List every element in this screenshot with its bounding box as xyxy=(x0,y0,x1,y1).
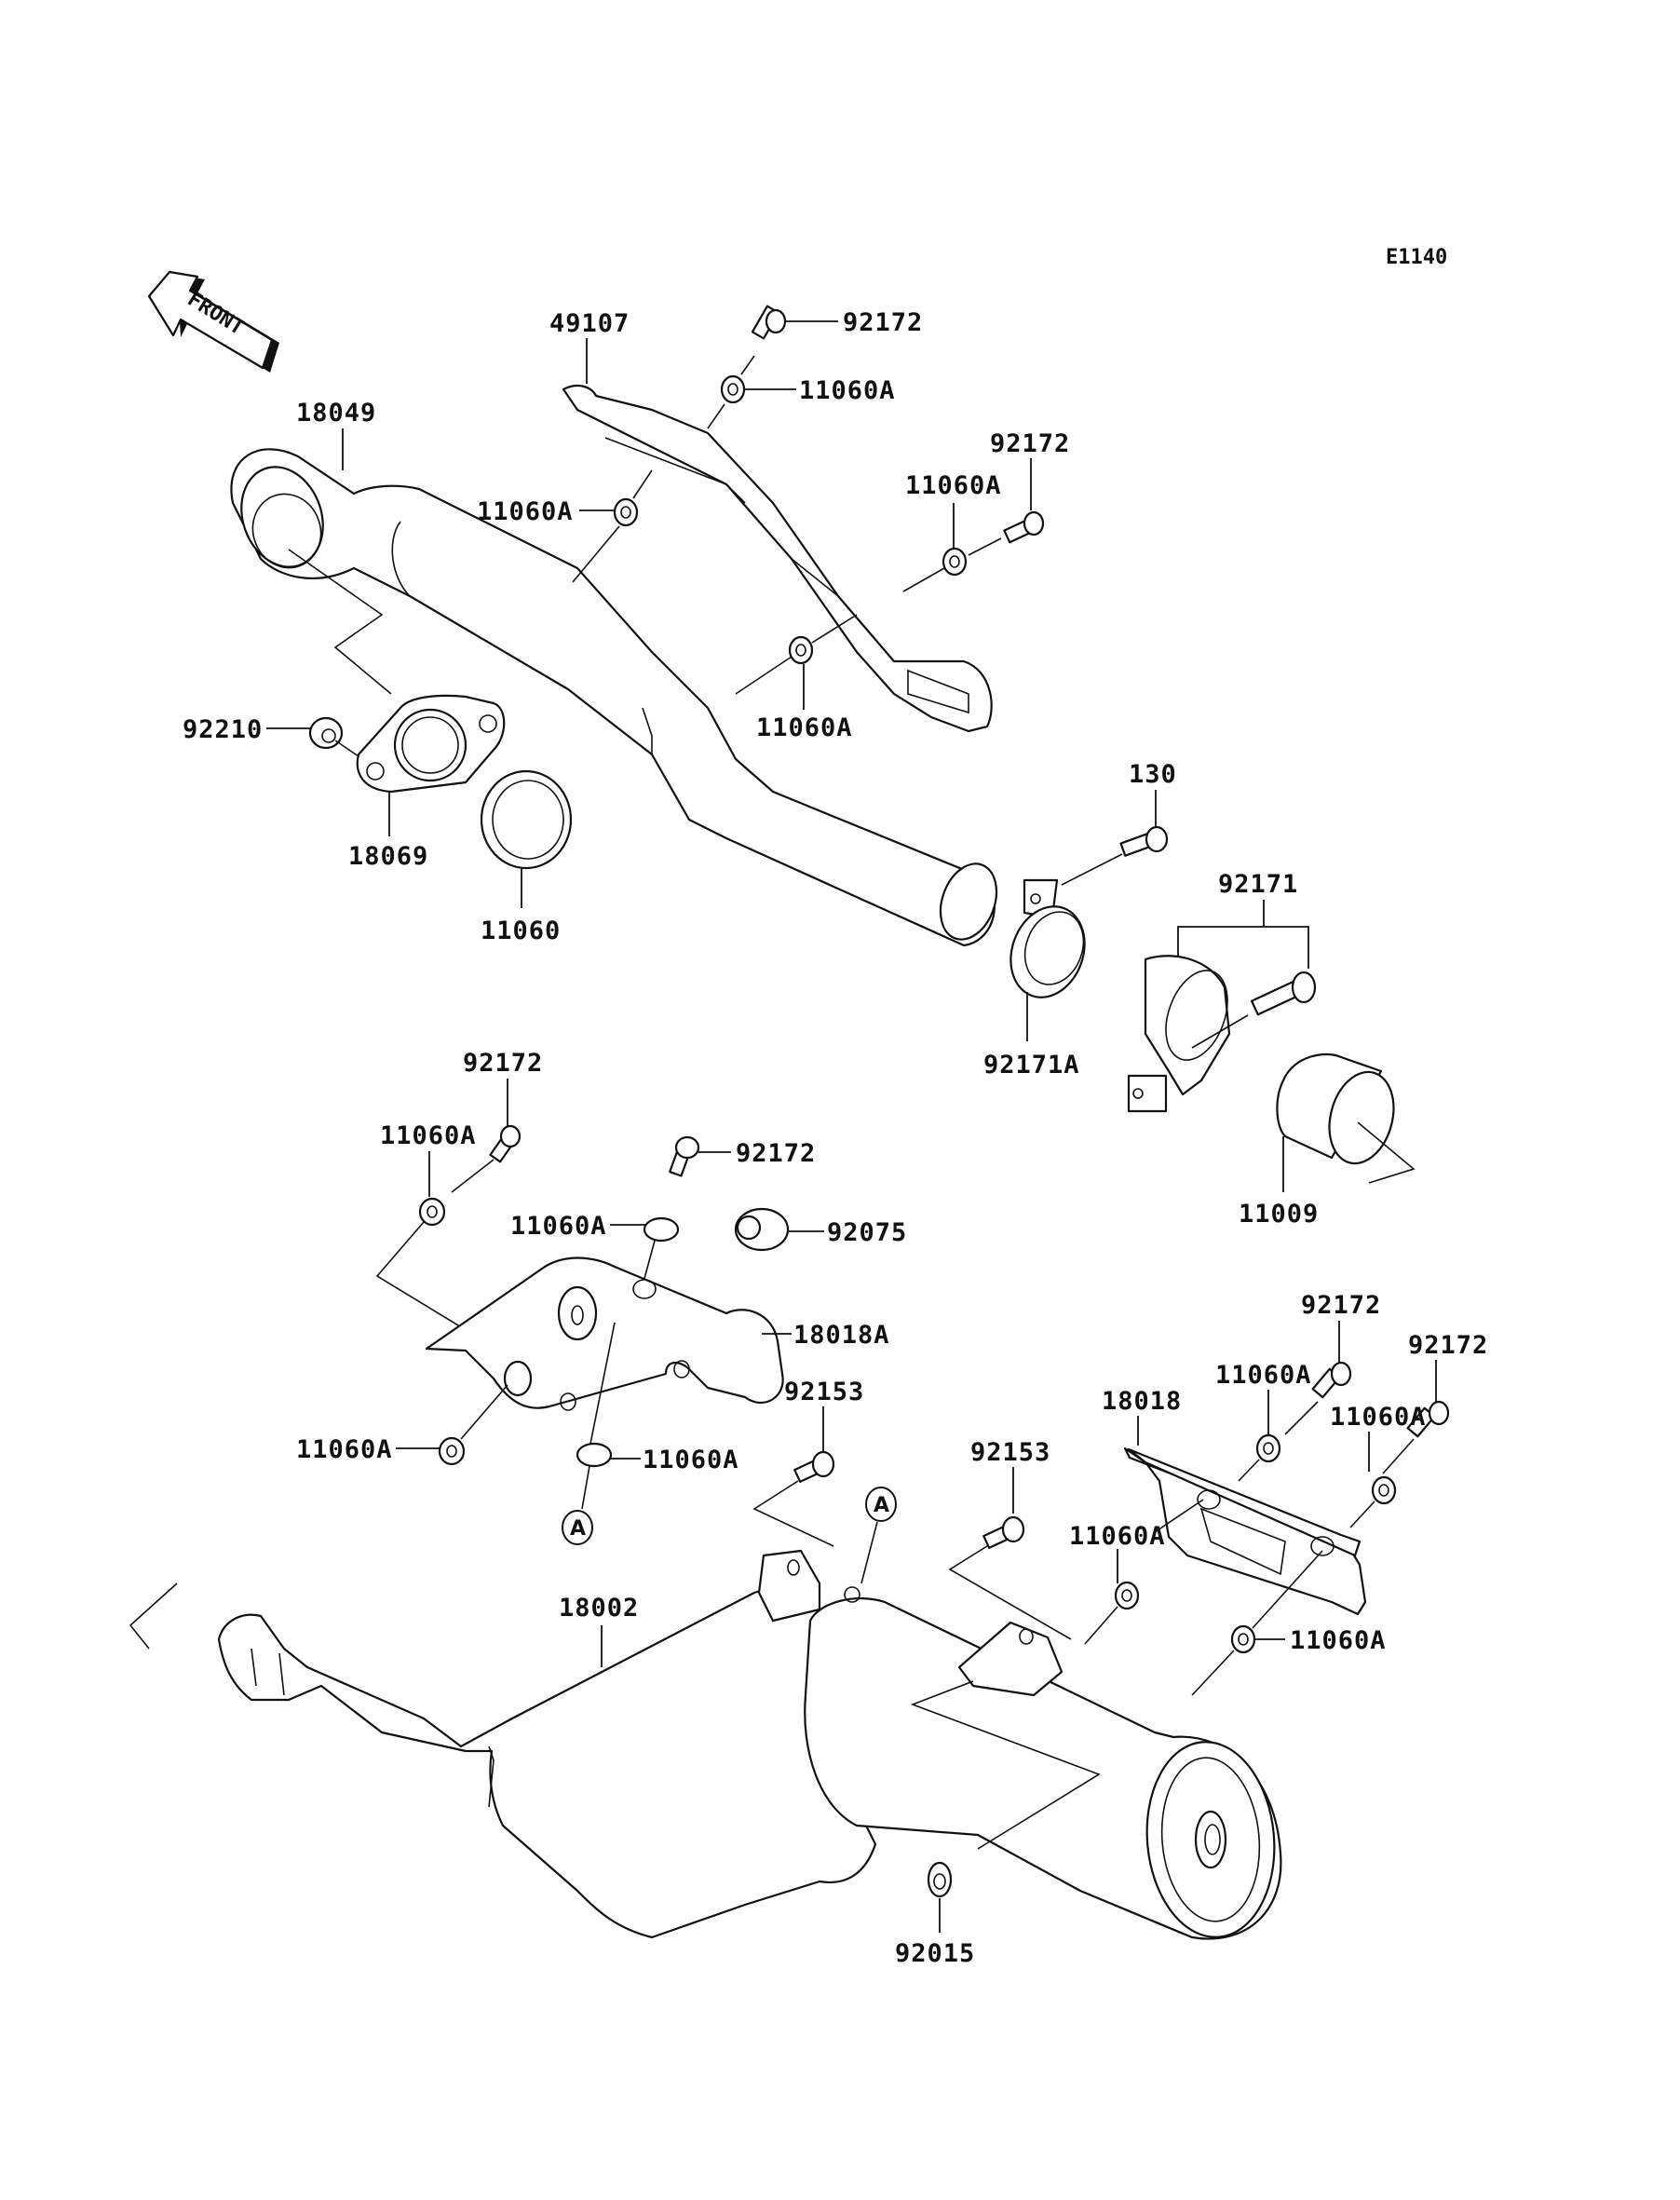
part-label-11060A-b3[interactable]: 11060A xyxy=(296,1435,393,1464)
washer-icon xyxy=(1371,1475,1397,1505)
part-label-92153-b[interactable]: 92153 xyxy=(970,1438,1050,1467)
part-label-92172-b1[interactable]: 92172 xyxy=(463,1049,543,1078)
bolt-icon xyxy=(1119,825,1169,857)
washer-icon xyxy=(1255,1433,1281,1463)
bolt-icon xyxy=(669,1135,700,1177)
bolt-icon xyxy=(1311,1361,1352,1399)
part-label-11060A-b2[interactable]: 11060A xyxy=(510,1212,607,1241)
part-label-92075[interactable]: 92075 xyxy=(827,1218,907,1247)
washer-icon xyxy=(1114,1581,1140,1610)
part-label-92172-top[interactable]: 92172 xyxy=(843,308,923,337)
part-label-92172-c2[interactable]: 92172 xyxy=(1408,1331,1488,1360)
part-label-11060A-c2[interactable]: 11060A xyxy=(1330,1403,1427,1432)
washer-icon xyxy=(643,1216,680,1243)
heat-guard[interactable] xyxy=(562,384,993,733)
washer-icon xyxy=(438,1436,466,1466)
part-label-92172-b2[interactable]: 92172 xyxy=(736,1139,816,1168)
washer-icon xyxy=(942,547,968,577)
grommet-icon xyxy=(734,1207,790,1252)
part-label-11060[interactable]: 11060 xyxy=(481,917,561,945)
part-label-18018[interactable]: 18018 xyxy=(1102,1387,1182,1416)
part-label-49107[interactable]: 49107 xyxy=(549,309,630,338)
part-label-11060A-b1[interactable]: 11060A xyxy=(380,1121,477,1150)
part-label-18049[interactable]: 18049 xyxy=(296,399,376,428)
part-label-92153-a[interactable]: 92153 xyxy=(784,1378,864,1406)
part-label-11060A-lower[interactable]: 11060A xyxy=(756,713,853,742)
bolt-icon xyxy=(1250,971,1317,1016)
exhaust-flange[interactable] xyxy=(356,694,506,794)
clamp-92171A[interactable] xyxy=(998,878,1097,1008)
reference-marker-a-left: A xyxy=(562,1510,593,1545)
bolt-icon xyxy=(793,1450,835,1483)
nut-icon xyxy=(308,716,344,750)
part-label-11060A-top[interactable]: 11060A xyxy=(799,376,896,405)
clamp-92171[interactable] xyxy=(1127,955,1239,1113)
part-label-92171A[interactable]: 92171A xyxy=(983,1051,1080,1080)
front-direction-arrow-icon: FRONT xyxy=(147,270,279,373)
part-label-11009[interactable]: 11009 xyxy=(1239,1200,1319,1229)
part-label-92172-right[interactable]: 92172 xyxy=(990,429,1070,458)
bolt-icon xyxy=(489,1124,522,1163)
exhaust-sleeve[interactable] xyxy=(1276,1052,1402,1171)
washer-icon xyxy=(788,635,814,665)
gasket-ring[interactable] xyxy=(480,769,573,870)
bolt-icon xyxy=(751,305,787,340)
washer-icon xyxy=(576,1442,613,1468)
part-label-11060A-mid[interactable]: 11060A xyxy=(477,497,574,526)
nut-icon xyxy=(927,1861,953,1898)
part-label-92210[interactable]: 92210 xyxy=(183,715,263,744)
part-label-11060A-c1[interactable]: 11060A xyxy=(1215,1361,1312,1390)
svg-text:A: A xyxy=(570,1517,586,1541)
washer-icon xyxy=(720,374,746,404)
bolt-icon xyxy=(982,1515,1025,1549)
part-label-11060A-b4[interactable]: 11060A xyxy=(643,1446,739,1474)
part-label-18018A[interactable]: 18018A xyxy=(793,1321,890,1350)
exhaust-header-pipe[interactable] xyxy=(228,448,1007,947)
part-label-92171[interactable]: 92171 xyxy=(1218,870,1298,899)
reference-marker-a-right: A xyxy=(865,1487,897,1522)
diagram-code: E1140 xyxy=(1386,246,1447,269)
part-label-130[interactable]: 130 xyxy=(1129,760,1177,789)
bolt-icon xyxy=(1406,1400,1450,1438)
part-label-92172-c1[interactable]: 92172 xyxy=(1301,1291,1381,1320)
washer-icon xyxy=(613,497,639,527)
part-label-18002[interactable]: 18002 xyxy=(559,1594,639,1623)
heat-guard-18018A[interactable] xyxy=(425,1256,784,1411)
svg-text:A: A xyxy=(874,1494,889,1517)
part-label-11060A-c4[interactable]: 11060A xyxy=(1290,1626,1387,1655)
heat-guard-18018[interactable] xyxy=(1123,1446,1367,1616)
bolt-icon xyxy=(1003,510,1045,544)
part-label-18069[interactable]: 18069 xyxy=(348,842,428,871)
muffler[interactable] xyxy=(217,1549,1282,1943)
part-label-92015[interactable]: 92015 xyxy=(895,1939,975,1968)
part-label-11060A-right[interactable]: 11060A xyxy=(905,471,1002,500)
washer-icon xyxy=(418,1197,446,1227)
part-label-11060A-c3[interactable]: 11060A xyxy=(1069,1522,1166,1551)
washer-icon xyxy=(1230,1624,1256,1654)
